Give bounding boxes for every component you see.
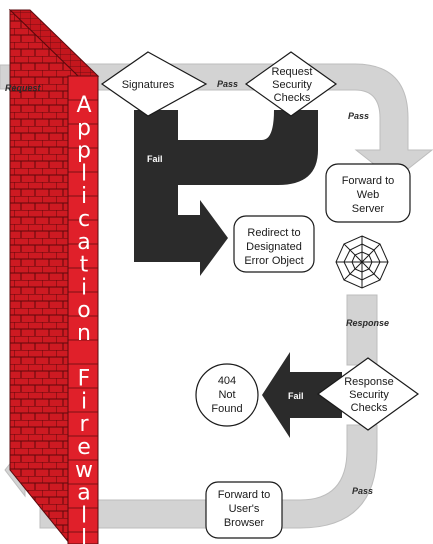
firewall-letter: A [76,93,91,118]
not-found-node: 404 Not Found [195,363,259,427]
forward-server-label-2: Web [357,189,379,201]
response-checks-label-3: Checks [351,402,388,414]
web-server-icon [335,235,389,289]
forward-browser-label-1: Forward to [218,489,271,501]
firewall-letter: i [81,184,87,209]
firewall-letter: w [75,458,93,483]
firewall-letter: o [77,298,90,323]
response-flow-band [346,294,378,366]
forward-browser-label-2: User's [229,503,260,515]
firewall-letter: c [78,207,90,232]
firewall-letter: F [78,367,91,392]
signatures-node: Signatures [100,51,208,117]
firewall-letter: t [80,253,89,278]
signatures-label: Signatures [122,79,175,91]
forward-server-label-1: Forward to [342,175,395,187]
firewall-letter: e [77,435,91,460]
not-found-label-2: Not [218,389,235,401]
pass-label-3: Pass [352,486,373,496]
firewall-letter: i [81,275,87,300]
not-found-label-3: Found [211,403,242,415]
firewall-letter: l [81,526,87,544]
request-checks-label-1: Request [272,66,313,78]
pass-label-1: Pass [217,79,238,89]
forward-server-node: Forward to Web Server [325,163,411,223]
request-checks-label-3: Checks [274,92,311,104]
not-found-label-1: 404 [218,375,236,387]
firewall-letter: r [79,412,89,437]
request-label: Request [5,83,42,93]
forward-browser-label-3: Browser [224,517,265,529]
response-label: Response [346,318,389,328]
request-checks-label-2: Security [272,79,312,91]
forward-browser-node: Forward to User's Browser [205,481,283,539]
fail-flow-arrow [134,110,318,276]
response-checks-label-2: Security [349,389,389,401]
redirect-label-1: Redirect to [247,227,300,239]
firewall-letter: a [77,230,90,255]
firewall-letter: a [77,481,90,506]
fail-label-2: Fail [288,391,304,401]
response-checks-label-1: Response [344,376,394,388]
redirect-label-3: Error Object [244,255,303,267]
request-checks-node: Request Security Checks [244,51,338,117]
redirect-node: Redirect to Designated Error Object [233,215,315,273]
redirect-label-2: Designated [246,241,302,253]
firewall-letter: i [81,389,87,414]
firewall-letter: p [77,139,91,164]
firewall-letter: n [77,321,91,346]
pass-label-2: Pass [348,111,369,121]
forward-server-label-3: Server [352,203,385,215]
fail-label-1: Fail [147,154,163,164]
firewall-letter: l [81,161,87,186]
firewall-letter: p [77,116,91,141]
response-fail-arrow [262,352,342,438]
response-checks-node: Response Security Checks [316,357,420,431]
firewall-letter: l [81,503,87,528]
